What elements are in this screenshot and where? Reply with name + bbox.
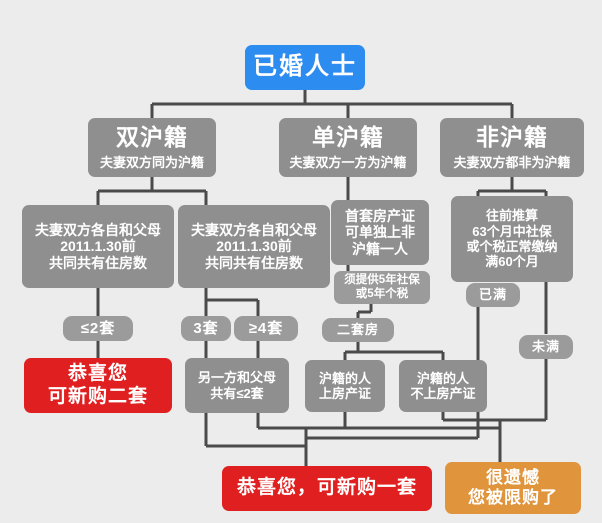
- edge-label-text: ≥4套: [248, 319, 284, 337]
- result-can-buy-two-more[interactable]: 恭喜您 可新购二套: [24, 358, 172, 413]
- step-line-2: 2011.1.30前: [216, 238, 292, 255]
- branch-subtitle: 夫妻双方一方为沪籍: [289, 155, 407, 171]
- step-line-3: 共同共有住房数: [205, 254, 303, 271]
- result-line-2: 可新购二套: [47, 385, 148, 407]
- result-line-1: 很遗憾: [486, 467, 540, 487]
- step-line-3: 共同共有住房数: [49, 254, 147, 271]
- result-purchase-restricted[interactable]: 很遗憾 您被限购了: [445, 462, 581, 514]
- result-line-1: 恭喜您，可新购一套: [236, 477, 417, 499]
- step-line-2: 63个月中社保: [472, 223, 552, 239]
- node-branch-non-hu[interactable]: 非沪籍 夫妻双方都非为沪籍: [440, 118, 584, 177]
- edge-label-ge-4-units: ≥4套: [234, 316, 298, 341]
- edge-label-text: ≤2套: [80, 319, 116, 337]
- edge-label-text: 已满: [478, 287, 507, 303]
- step-line-2: 2011.1.30前: [60, 238, 136, 255]
- step-line-1: 夫妻双方各自和父母: [191, 221, 317, 238]
- node-housing-count-right[interactable]: 夫妻双方各自和父母 2011.1.30前 共同共有住房数: [178, 205, 330, 288]
- step-line-1: 须提供5年社保: [344, 273, 420, 286]
- branch-subtitle: 夫妻双方同为沪籍: [99, 155, 204, 171]
- node-branch-both-hu[interactable]: 双沪籍 夫妻双方同为沪籍: [88, 118, 216, 177]
- edge-label-text: 3套: [193, 319, 219, 337]
- node-63-month-social-insurance[interactable]: 往前推算 63个月中社保 或个税正常缴纳 满60个月: [451, 196, 573, 282]
- branch-title: 双沪籍: [116, 124, 188, 151]
- step-line-1: 沪籍的人: [318, 370, 371, 386]
- node-first-property-certificate[interactable]: 首套房产证 可单独上非 沪籍一人: [331, 200, 429, 265]
- node-branch-single-hu[interactable]: 单沪籍 夫妻双方一方为沪籍: [279, 118, 417, 177]
- step-line-3: 或个税正常缴纳: [466, 239, 558, 254]
- node-housing-count-left[interactable]: 夫妻双方各自和父母 2011.1.30前 共同共有住房数: [22, 205, 174, 288]
- result-can-buy-one-more[interactable]: 恭喜您，可新购一套: [222, 466, 432, 511]
- edge-label-second-home: 二套房: [322, 318, 394, 342]
- branch-title: 单沪籍: [312, 124, 384, 151]
- step-line-1: 另一方和父母: [197, 370, 276, 386]
- step-line-1: 沪籍的人: [416, 370, 469, 386]
- step-line-2: 不上房产证: [410, 386, 476, 401]
- step-line-4: 满60个月: [485, 254, 539, 270]
- node-other-party-and-parents[interactable]: 另一方和父母 共有≤2套: [185, 358, 289, 413]
- step-line-2: 或5年个税: [355, 287, 409, 300]
- edge-label-not-met: 未满: [519, 335, 573, 359]
- step-line-3: 沪籍一人: [352, 240, 408, 257]
- edge-label-le-2-units: ≤2套: [63, 316, 133, 341]
- step-line-1: 首套房产证: [345, 207, 415, 224]
- node-root-married[interactable]: 已婚人士: [245, 45, 365, 90]
- edge-label-text: 二套房: [336, 322, 379, 338]
- result-line-2: 您被限购了: [468, 488, 558, 507]
- step-line-2: 共有≤2套: [210, 385, 264, 401]
- branch-title: 非沪籍: [476, 124, 548, 151]
- node-hu-resident-not-on-certificate[interactable]: 沪籍的人 不上房产证: [399, 360, 487, 412]
- node-hu-resident-on-certificate[interactable]: 沪籍的人 上房产证: [305, 360, 385, 412]
- result-line-1: 恭喜您: [67, 363, 128, 385]
- step-line-1: 往前推算: [485, 208, 538, 224]
- edge-label-text: 未满: [531, 339, 560, 355]
- node-five-year-social-insurance[interactable]: 须提供5年社保 或5年个税: [334, 271, 430, 304]
- edge-label-3-units: 3套: [181, 316, 231, 341]
- step-line-2: 上房产证: [318, 386, 371, 401]
- node-root-label: 已婚人士: [253, 53, 357, 81]
- step-line-1: 夫妻双方各自和父母: [35, 221, 161, 238]
- branch-subtitle: 夫妻双方都非为沪籍: [453, 155, 571, 171]
- step-line-2: 可单独上非: [345, 224, 415, 241]
- edge-label-met: 已满: [466, 283, 520, 307]
